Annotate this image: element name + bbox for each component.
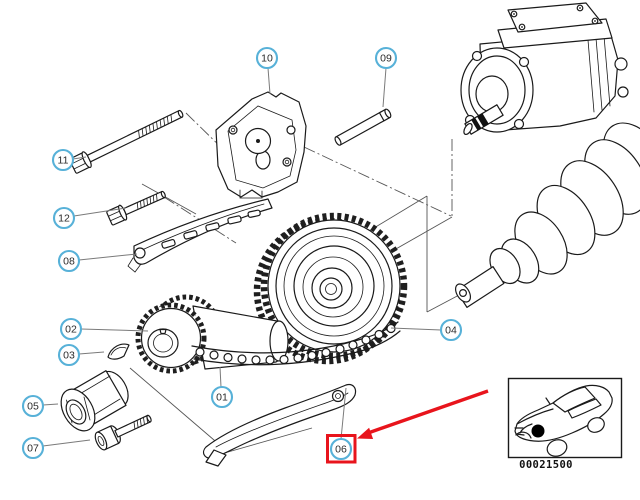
pump-cover-screws (510, 4, 599, 31)
callout-02[interactable]: 02 (59, 317, 83, 341)
highlight-arrow-shaft (367, 389, 489, 435)
callout-05-label: 05 (27, 401, 39, 413)
callout-12-label: 12 (58, 213, 70, 225)
callout-09[interactable]: 09 (374, 46, 398, 70)
woodruff-key-drawing (107, 343, 130, 360)
bracket-drawing (215, 91, 307, 199)
callout-01-label: 01 (216, 392, 228, 404)
callout-04-label: 04 (445, 325, 457, 337)
callout-08[interactable]: 08 (57, 249, 81, 273)
guide-rail-drawing (127, 198, 273, 273)
hub-sleeve-drawing (60, 370, 129, 432)
vehicle-thumbnail: 00021500 (507, 377, 623, 471)
bolt-12-drawing (106, 190, 166, 226)
engine-location-dot (531, 424, 545, 438)
callout-03[interactable]: 03 (57, 343, 81, 367)
leader-lines (42, 67, 442, 447)
callout-11-label: 11 (58, 155, 69, 167)
highlight-arrow-head (357, 427, 374, 439)
callout-03-label: 03 (63, 350, 75, 362)
injection-pump-drawing (460, 2, 629, 136)
callout-10-label: 10 (261, 53, 273, 65)
car-outline-drawing (514, 384, 613, 457)
callout-07[interactable]: 07 (21, 436, 45, 460)
callout-01[interactable]: 01 (210, 385, 234, 409)
highlight-annotation (326, 389, 489, 464)
callout-09-label: 09 (380, 53, 392, 65)
guide-rail-slots (161, 209, 261, 249)
callout-05[interactable]: 05 (21, 394, 45, 418)
callout-06[interactable]: 06 (329, 437, 353, 461)
callout-11[interactable]: 11 (51, 148, 75, 172)
callouts: 01 02 03 04 05 06 07 08 (21, 46, 463, 461)
crankshaft-drawing (454, 122, 640, 308)
thumbnail-frame (507, 377, 623, 459)
callout-10[interactable]: 10 (255, 46, 279, 70)
callout-02-label: 02 (65, 324, 77, 336)
callout-04[interactable]: 04 (439, 318, 463, 342)
callout-08-label: 08 (63, 256, 75, 268)
sprocket-wheel-drawing (253, 212, 408, 365)
pump-shaft (463, 104, 504, 136)
dowel-pin-drawing (334, 108, 392, 146)
timing-chain-drawing (191, 321, 401, 366)
thumbnail-caption: 00021500 (519, 459, 573, 471)
bolt-07-drawing (94, 414, 152, 451)
highlight-box (326, 434, 357, 464)
callout-12[interactable]: 12 (52, 206, 76, 230)
callout-07-label: 07 (27, 443, 39, 455)
tensioner-rail-drawing (202, 383, 357, 467)
bolt-11-drawing (69, 109, 184, 174)
callout-06-label: 06 (335, 444, 347, 456)
